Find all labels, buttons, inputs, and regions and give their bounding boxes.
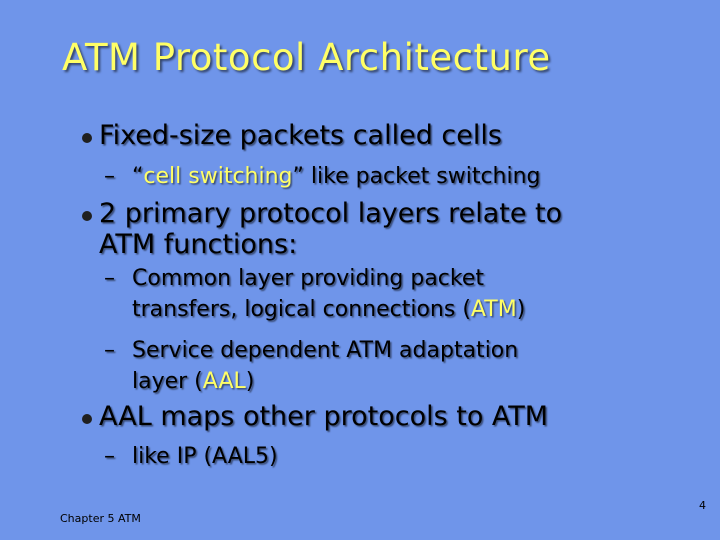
sub-bullet-prefix: “: [132, 164, 144, 189]
highlight-cell-switching: cell switching: [143, 164, 293, 189]
sub-bullet-line2-suffix: ): [516, 297, 526, 322]
bullet-dot-icon: [82, 211, 92, 221]
sub-bullet-line2-prefix: layer (: [132, 369, 203, 394]
sub-bullet-line2-prefix: transfers, logical connections (: [132, 297, 471, 322]
bullet-text-line1: 2 primary protocol layers relate to: [99, 198, 563, 229]
dash-icon: –: [104, 338, 115, 363]
bullet-text: AAL maps other protocols to ATM: [99, 401, 549, 432]
sub-bullet-line1: Service dependent ATM adaptation: [132, 338, 519, 363]
bullet-dot-icon: [82, 133, 92, 143]
page-number: 4: [699, 499, 706, 512]
slide-title: ATM Protocol Architecture: [62, 36, 551, 79]
bullet-text-line2: ATM functions:: [99, 229, 298, 260]
highlight-atm: ATM: [470, 297, 517, 322]
dash-icon: –: [104, 266, 115, 291]
sub-bullet-suffix: ” like packet switching: [292, 164, 541, 189]
sub-bullet-line2-suffix: ): [245, 369, 255, 394]
highlight-aal: AAL: [202, 369, 246, 394]
sub-bullet-text: like IP (AAL5): [132, 444, 278, 469]
bullet-text: Fixed-size packets called cells: [99, 120, 502, 151]
dash-icon: –: [104, 444, 115, 469]
dash-icon: –: [104, 164, 115, 189]
sub-bullet-line1: Common layer providing packet: [132, 266, 485, 291]
bullet-dot-icon: [82, 414, 92, 424]
slide-footer: Chapter 5 ATM: [60, 512, 141, 525]
